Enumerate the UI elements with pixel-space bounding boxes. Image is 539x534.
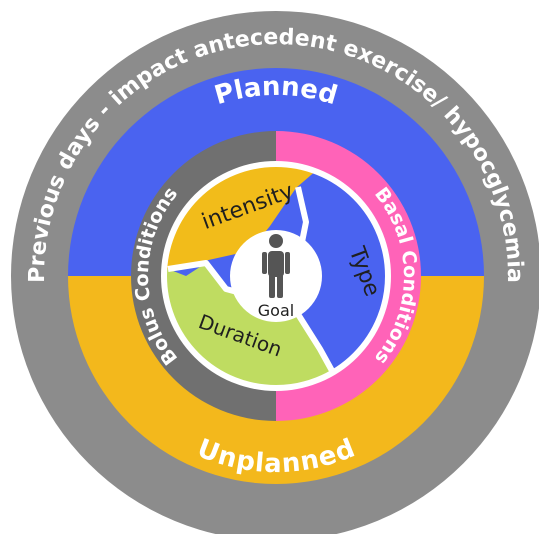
goal-label: Goal [258, 301, 294, 320]
segment-divider [293, 309, 339, 380]
center-border [161, 161, 391, 391]
person-icon [262, 234, 290, 298]
